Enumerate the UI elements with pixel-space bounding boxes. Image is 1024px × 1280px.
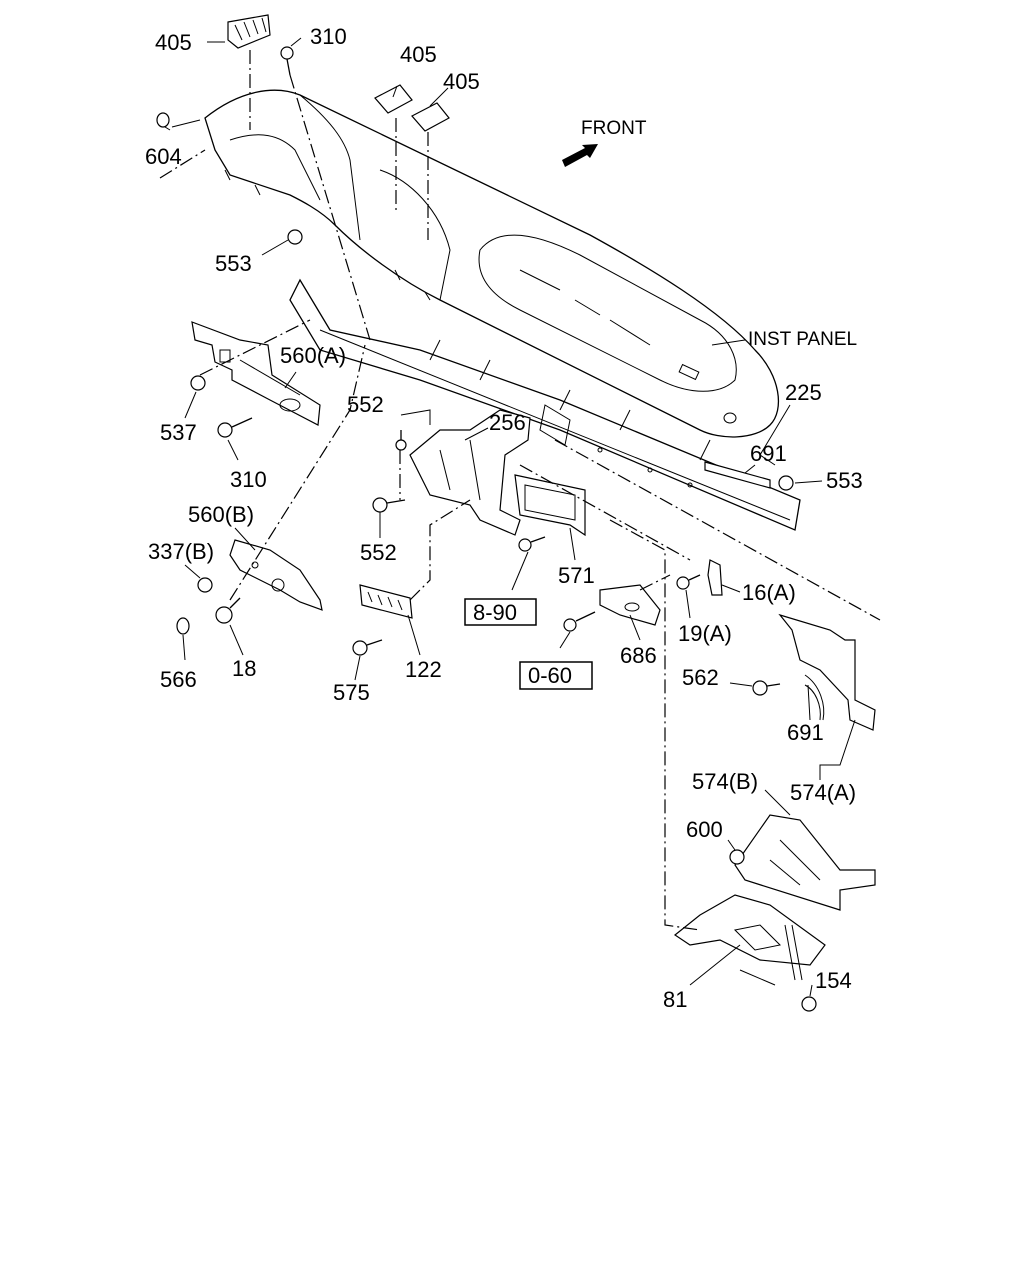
instrument-panel-drawing [204, 89, 780, 438]
front-arrow-icon [562, 144, 598, 167]
label-552b: 552 [360, 540, 397, 565]
label-405a: 405 [155, 30, 192, 55]
label-552a: 552 [347, 392, 384, 417]
bracket-686-drawing [599, 584, 661, 626]
label-81: 81 [663, 987, 687, 1012]
label-574a: 574(A) [790, 780, 856, 805]
hardware-parts [156, 14, 825, 1012]
label-19a: 19(A) [678, 621, 732, 646]
label-337b: 337(B) [148, 539, 214, 564]
label-691a: 691 [750, 441, 787, 466]
label-154: 154 [815, 968, 852, 993]
center-bracket-drawing [409, 409, 586, 537]
label-405b: 405 [400, 42, 437, 67]
label-256: 256 [489, 410, 526, 435]
ref-label-0-60: 0-60 [528, 663, 572, 688]
label-553a: 553 [215, 251, 252, 276]
label-553b: 553 [826, 468, 863, 493]
label-16a: 16(A) [742, 580, 796, 605]
bracket-560b-drawing [229, 539, 323, 611]
labels: 405 310 405 405 604 FRONT 553 INST PANEL… [145, 24, 863, 1012]
assembly-lines [159, 50, 881, 931]
leader-lines [164, 37, 856, 997]
label-600: 600 [686, 817, 723, 842]
ref-label-8-90: 8-90 [473, 600, 517, 625]
label-575: 575 [333, 680, 370, 705]
label-18: 18 [232, 656, 256, 681]
label-122: 122 [405, 657, 442, 682]
label-560b: 560(B) [188, 502, 254, 527]
bracket-81-drawing [673, 894, 826, 986]
connector-122-drawing [359, 584, 413, 619]
label-574b: 574(B) [692, 769, 758, 794]
label-560a: 560(A) [280, 343, 346, 368]
clip-16a-drawing [707, 559, 723, 596]
bracket-574a-drawing [778, 613, 876, 731]
label-inst-panel: INST PANEL [748, 329, 857, 350]
label-225: 225 [785, 380, 822, 405]
label-562: 562 [682, 665, 719, 690]
ref-box-0-60 [519, 661, 593, 690]
ref-box-8-90 [464, 598, 537, 626]
label-566: 566 [160, 667, 197, 692]
label-537: 537 [160, 420, 197, 445]
label-310b: 310 [230, 467, 267, 492]
cross-member-drawing [289, 278, 801, 531]
label-571: 571 [558, 563, 595, 588]
label-front: FRONT [581, 118, 647, 139]
label-405c: 405 [443, 69, 480, 94]
label-691b: 691 [787, 720, 824, 745]
label-686: 686 [620, 643, 657, 668]
bracket-574b-drawing [734, 814, 876, 911]
label-310a: 310 [310, 24, 347, 49]
label-604: 604 [145, 144, 182, 169]
bracket-560a-drawing [191, 321, 321, 426]
